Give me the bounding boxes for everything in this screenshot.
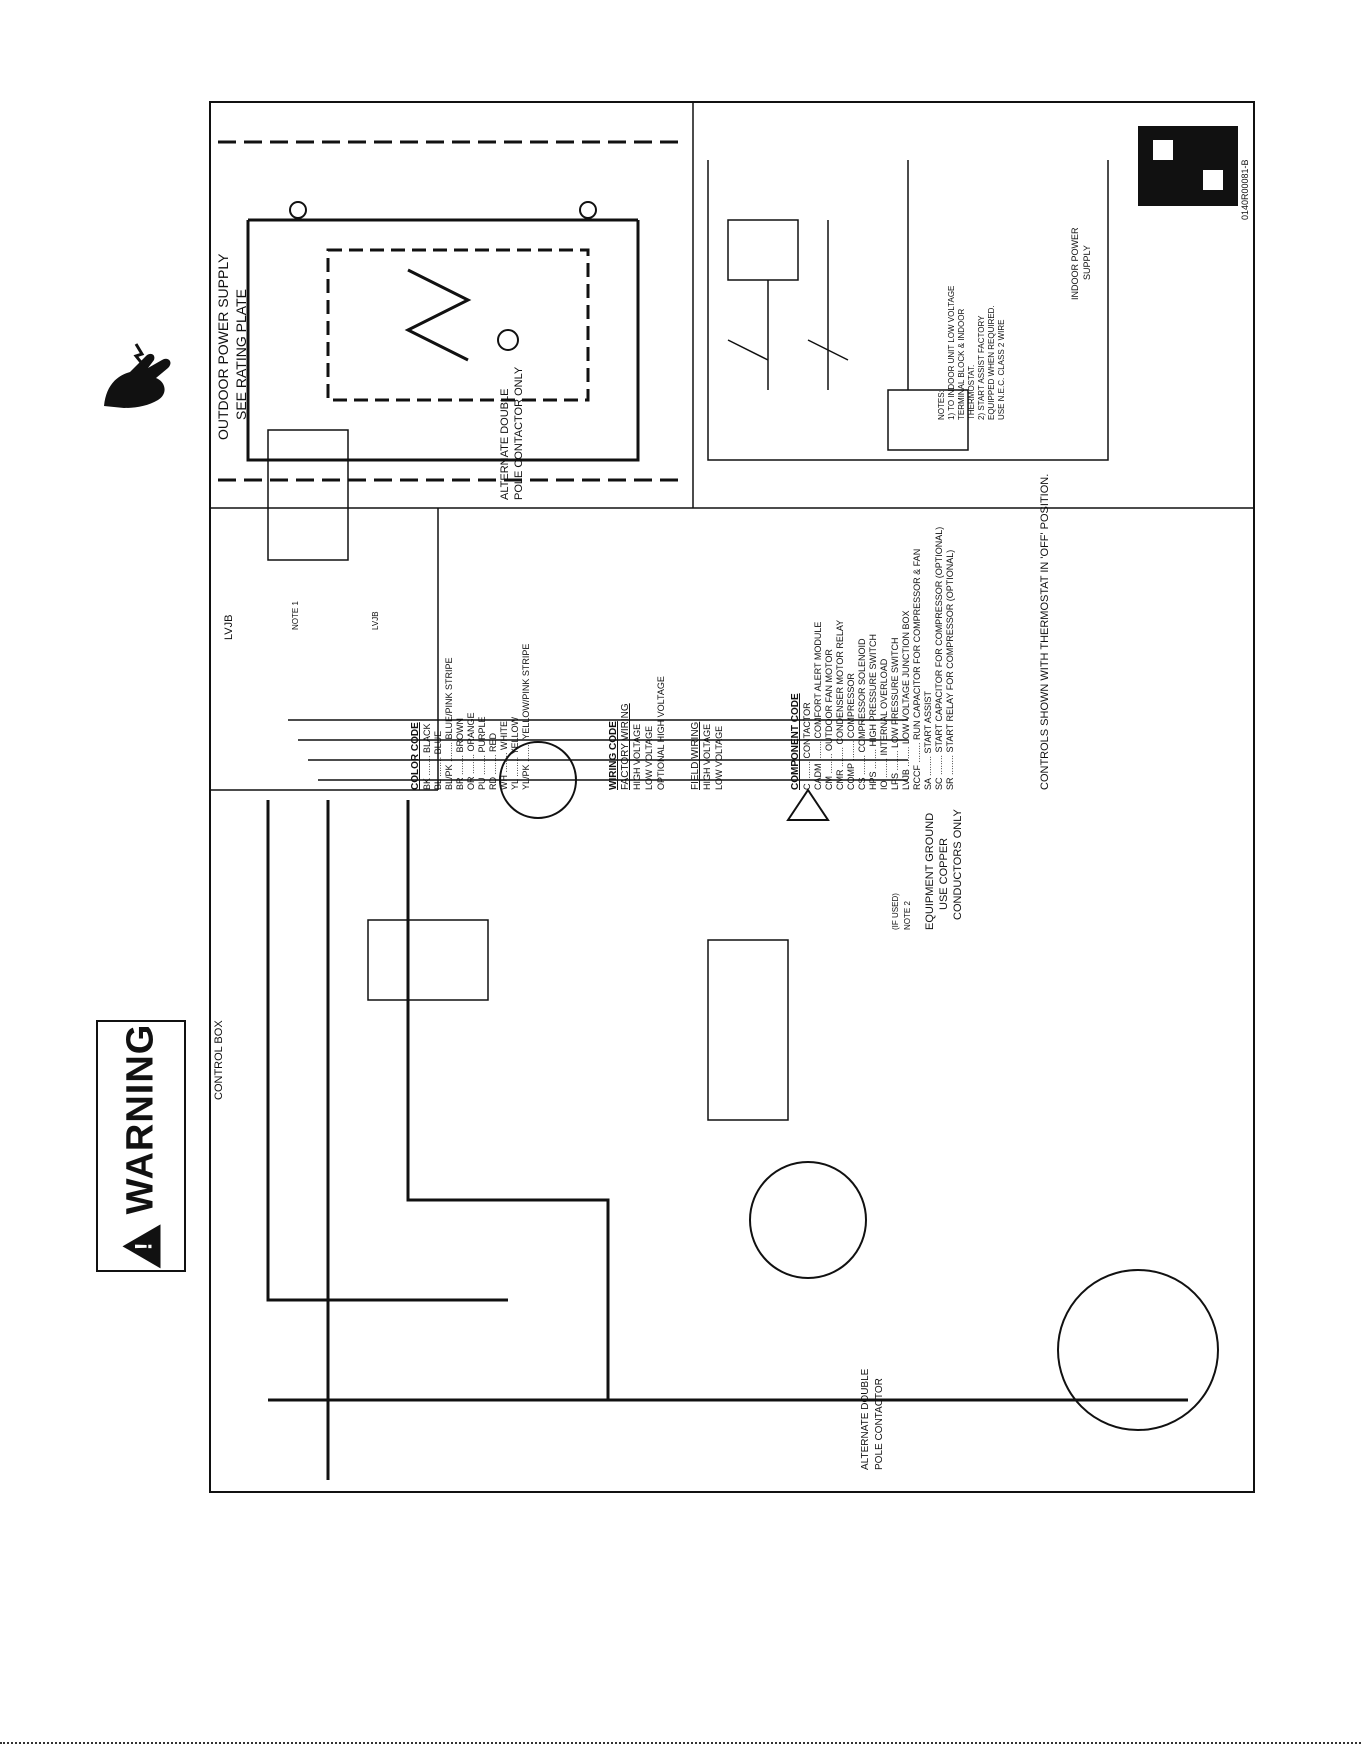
component-code-item: CS ........ COMPRESSOR SOLENOID: [857, 638, 867, 790]
hv-wires: [266, 800, 1188, 1480]
hps-lps-switches: [727, 339, 849, 361]
color-code-item: BL/PK ........ BLUE/PINK STRIPE: [444, 657, 454, 790]
color-code-item: WH ........ WHITE: [499, 721, 509, 790]
field-wiring-title: FIELD WIRING: [690, 721, 701, 790]
component-code-item: C ........ CONTACTOR: [802, 702, 812, 790]
note-line: 1) TO INDOOR UNIT LOW VOLTAGE: [947, 286, 956, 420]
lvjb-header: LVJB: [223, 615, 235, 640]
fan-motor-symbol: [497, 329, 519, 351]
qr-code-icon: [1138, 126, 1238, 206]
compressor-windings: [404, 268, 472, 362]
cadm-module: [707, 939, 789, 1121]
cmr-block: [267, 429, 349, 561]
fan-motor-circle: [1057, 1269, 1219, 1431]
alt-double-pole-line1: ALTERNATE DOUBLE: [499, 389, 511, 500]
controls-note: CONTROLS SHOWN WITH THERMOSTAT IN 'OFF' …: [1039, 474, 1051, 790]
lvjb-small-label: LVJB: [371, 611, 380, 630]
alt-contactor-line2: POLE CONTACTOR: [874, 1378, 885, 1470]
alt-contactor-line1: ALTERNATE DOUBLE: [860, 1368, 871, 1470]
component-code-item: RCCF ........ RUN CAPACITOR FOR COMPRESS…: [912, 549, 922, 790]
component-code-item: IO ........ INTERNAL OVERLOAD: [879, 658, 889, 790]
color-code-item: BR ........ BROWN: [455, 718, 465, 790]
color-code-item: BK ........ BLACK: [422, 723, 432, 790]
factory-wiring-item: LOW VOLTAGE: [644, 726, 654, 790]
component-code-item: SA ........ START ASSIST: [923, 690, 933, 790]
equip-ground-line3: CONDUCTORS ONLY: [952, 809, 964, 920]
lv-field-wires: [288, 719, 908, 781]
sa-if-used: (IF USED): [891, 893, 900, 930]
field-wiring-item: HIGH VOLTAGE: [702, 724, 712, 790]
component-code-item: CMR ........ CONDENSER MOTOR RELAY: [835, 620, 845, 790]
schematic: [218, 140, 678, 482]
control-box-label: CONTROL BOX: [213, 1020, 225, 1100]
color-code-item: YL/PK ........ YELLOW/PINK STRIPE: [521, 644, 531, 790]
equip-ground-line2: USE COPPER: [938, 838, 950, 910]
color-code-item: RD ........ RED: [488, 732, 498, 790]
color-code-item: BL ........ BLUE: [433, 731, 443, 790]
qr-finder-2: [1203, 170, 1223, 190]
component-code-item: LPS ........ LOW PRESSURE SWITCH: [890, 637, 900, 790]
component-code-item: SR ........ START RELAY FOR COMPRESSOR (…: [945, 550, 955, 790]
l2-terminal-icon: [579, 201, 597, 219]
diagram-frame: [209, 101, 1255, 1493]
color-code-item: OR ........ ORANGE: [466, 712, 476, 790]
alt-double-pole-line2: POLE CONTACTOR ONLY: [513, 366, 525, 500]
component-code-item: SC ........ START CAPACITOR FOR COMPRESS…: [934, 527, 944, 790]
component-code-item: CM ........ OUTDOOR FAN MOTOR: [824, 649, 834, 790]
warning-box: ! WARNING: [96, 1020, 186, 1272]
compressor-circle: [749, 1161, 867, 1279]
schematic-power-loop: [246, 218, 640, 462]
control-box-wiring: [266, 429, 1219, 1480]
cadm-block: [887, 389, 969, 451]
optional-hv-loop: [326, 248, 590, 402]
lv-wires: [767, 160, 909, 390]
note1-label: NOTE 1: [291, 601, 300, 630]
contactor-block: [367, 919, 489, 1001]
field-wiring-item: LOW VOLTAGE: [714, 726, 724, 790]
ground-symbol-icon: [786, 788, 830, 821]
indoor-supply-line1: INDOOR POWER: [1070, 227, 1080, 300]
outdoor-supply-line1: OUTDOOR POWER SUPPLY: [215, 253, 231, 440]
factory-wiring-item: OPTIONAL HIGH VOLTAGE: [656, 676, 666, 790]
wiring-code-title: WIRING CODE: [608, 721, 619, 790]
electrical-shock-hand-icon: [96, 336, 182, 416]
color-code-item: PU ........ PURPLE: [477, 716, 487, 790]
notes-title: NOTES:: [937, 390, 946, 420]
component-code-item: CADM ........ COMFORT ALERT MODULE: [813, 622, 823, 790]
note-line: THERMOSTAT.: [967, 365, 976, 420]
qr-finder-1: [1153, 140, 1173, 160]
note2-label: NOTE 2: [903, 901, 912, 930]
part-number: 0140R00081-B: [1240, 159, 1250, 220]
low-voltage-schematic: [707, 126, 1238, 461]
footer-rule: [0, 1742, 1361, 1744]
herm-terminal-circle: [499, 741, 577, 819]
note-line: USE N.E.C. CLASS 2 WIRE: [997, 320, 1006, 420]
note-line: 2) START ASSIST FACTORY: [977, 315, 986, 420]
cs-block: [727, 219, 799, 281]
color-code-item: YL ........ YELLOW: [510, 716, 520, 790]
l1-terminal-icon: [289, 201, 307, 219]
component-code-item: HPS ........ HIGH PRESSURE SWITCH: [868, 634, 878, 790]
outdoor-supply-line2: SEE RATING PLATE: [233, 289, 249, 420]
wiring-diagram: CONTROL BOX LVJB LVJB NOTE 1 OUTDOOR POW…: [209, 101, 1255, 1493]
warning-triangle-icon: !: [122, 1224, 160, 1269]
factory-wiring-title: FACTORY WIRING: [620, 703, 631, 790]
warning-label: WARNING: [119, 1023, 162, 1215]
factory-wiring-item: HIGH VOLTAGE: [632, 724, 642, 790]
color-code-title: COLOR CODE: [410, 722, 421, 790]
component-code-item: LVJB ........ LOW VOLTAGE JUNCTION BOX: [901, 610, 911, 790]
note-line: TERMINAL BLOCK & INDOOR: [957, 309, 966, 421]
component-code-title: COMPONENT CODE: [790, 693, 801, 790]
indoor-supply-line2: SUPPLY: [1082, 245, 1092, 280]
note-line: EQUIPPED WHEN REQUIRED.: [987, 305, 996, 420]
component-code-item: COMP ........ COMPRESSOR: [846, 673, 856, 790]
lv-loop: [707, 160, 1109, 461]
equip-ground-line1: EQUIPMENT GROUND: [924, 813, 936, 930]
